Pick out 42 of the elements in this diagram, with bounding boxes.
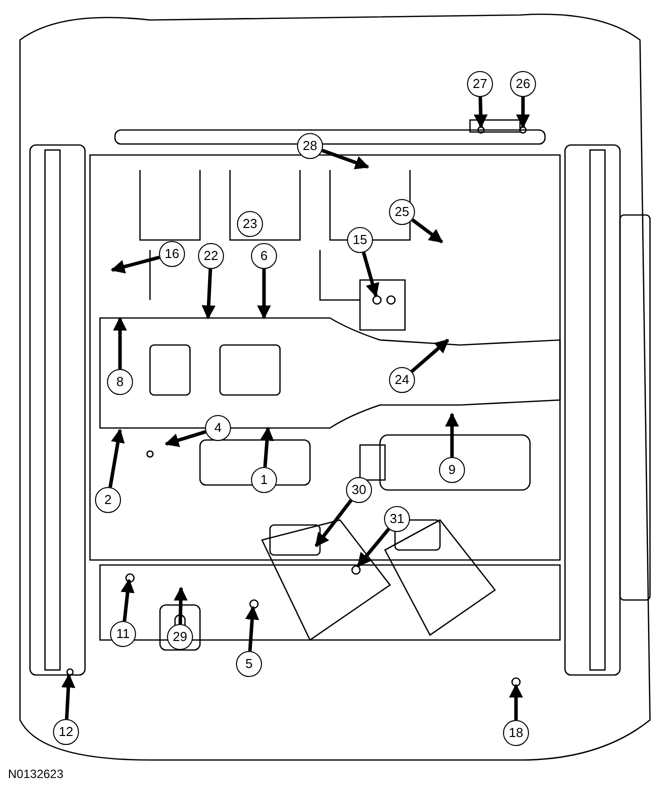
callout-number: 30 — [346, 477, 372, 503]
leader-arrow — [516, 97, 530, 128]
leader-arrow — [410, 338, 450, 373]
leader-arrow — [314, 499, 352, 548]
callout-number: 9 — [439, 457, 465, 483]
leader-arrow — [110, 256, 160, 274]
leader-arrow — [445, 412, 459, 457]
callout-number: 16 — [159, 241, 185, 267]
callout-number: 6 — [251, 243, 277, 269]
leader-arrow — [362, 252, 380, 298]
callout-number: 4 — [205, 415, 231, 441]
leader-arrow — [113, 316, 127, 369]
leader-arrow — [509, 684, 523, 720]
callout-number: 18 — [503, 720, 529, 746]
figure-code: N0132623 — [8, 767, 64, 781]
callout-number: 24 — [389, 367, 415, 393]
callout-number: 26 — [510, 71, 536, 97]
callout-number: 15 — [347, 227, 373, 253]
callout-number: 11 — [110, 621, 136, 647]
leader-arrow — [120, 578, 135, 622]
callout-number: 12 — [53, 719, 79, 745]
leader-arrow — [174, 586, 188, 624]
callout-number: 25 — [389, 199, 415, 225]
callout-number: 28 — [297, 133, 323, 159]
callout-number: 1 — [251, 467, 277, 493]
leader-arrow — [245, 606, 260, 652]
leader-arrow — [260, 426, 274, 468]
callout-number: 27 — [467, 71, 493, 97]
leader-arrow — [202, 268, 216, 320]
leader-arrow — [108, 428, 125, 488]
callout-number: 22 — [198, 243, 224, 269]
leader-arrow — [411, 218, 444, 244]
callout-number: 23 — [237, 211, 263, 237]
leader-arrow — [356, 528, 390, 568]
leader-arrow — [322, 148, 370, 170]
leader-arrow — [257, 269, 271, 320]
callout-number: 5 — [236, 651, 262, 677]
callout-number: 29 — [167, 624, 193, 650]
callout-number: 2 — [95, 487, 121, 513]
callout-number: 31 — [384, 506, 410, 532]
callout-number: 8 — [107, 369, 133, 395]
leader-arrow — [61, 674, 76, 720]
